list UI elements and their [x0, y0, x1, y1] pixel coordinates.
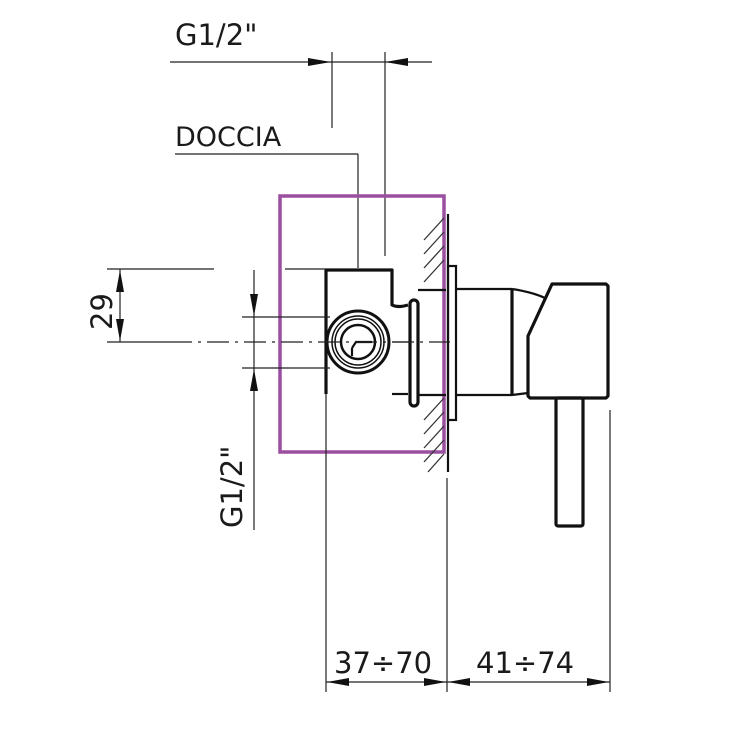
- side-thread-label: G1/2": [215, 446, 249, 528]
- recess-depth-label: 37÷70: [334, 646, 432, 680]
- top-thread-dimension-line: [170, 52, 432, 256]
- outlet-label-doccia: DOCCIA: [175, 122, 282, 153]
- bottom-extension-lines: [325, 394, 611, 692]
- projection-depth-label: 41÷74: [476, 646, 574, 680]
- doccia-leader-line: [175, 153, 359, 268]
- wall-hatch-top: [423, 217, 445, 283]
- recess-highlight-box: [278, 194, 446, 454]
- top-thread-label: G1/2": [175, 18, 257, 52]
- valve-body: [324, 264, 458, 422]
- offset-dimension-29: [107, 268, 214, 343]
- lever-handle: [554, 396, 585, 528]
- mixer-body-outside: [456, 282, 610, 400]
- side-thread-dimension: [250, 270, 258, 530]
- wall-hatch-bottom: [423, 397, 445, 473]
- depth-dimension-line: [326, 678, 610, 686]
- offset-label-29: 29: [85, 293, 119, 330]
